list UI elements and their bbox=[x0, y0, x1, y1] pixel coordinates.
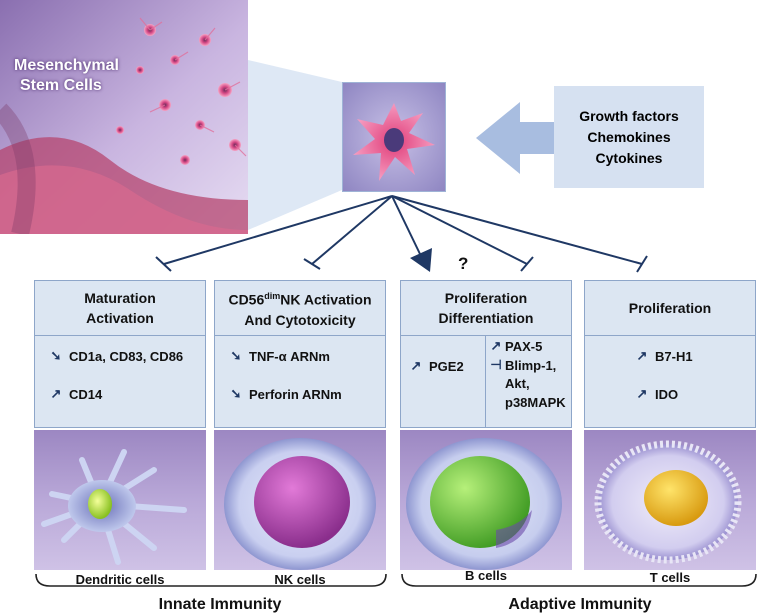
adaptive-bracket bbox=[401, 573, 757, 587]
b-cell-nucleus bbox=[430, 456, 530, 548]
marker-row-b7h1: ↗ B7-H1 bbox=[636, 348, 693, 364]
inhibit-bar-tcell bbox=[636, 255, 648, 273]
marker-row-ido: ↗ IDO bbox=[636, 386, 679, 402]
inhibit-line-nk bbox=[311, 195, 393, 265]
marker-row-cd1a: ➘ CD1a, CD83, CD86 bbox=[50, 348, 184, 364]
msc-closeup bbox=[342, 82, 446, 192]
inhibit-line-dendritic bbox=[163, 195, 393, 265]
marker-row-blimp1: ⊣ Blimp-1, bbox=[490, 357, 557, 373]
inhibit-bar-bcell bbox=[520, 256, 534, 272]
bcell-divider bbox=[485, 336, 486, 428]
inhibit-icon: ⊣ bbox=[490, 357, 502, 372]
zoom-wedge bbox=[248, 60, 342, 230]
marker-row-cd14: ↗ CD14 bbox=[50, 386, 103, 402]
activate-line-bcell bbox=[391, 195, 421, 255]
box-dendritic-header: Maturation Activation bbox=[34, 280, 206, 336]
nk-cell-image bbox=[214, 430, 386, 570]
arrow-down-icon: ➘ bbox=[230, 386, 242, 401]
label-t-cells: T cells bbox=[649, 570, 691, 585]
label-dendritic-cells: Dendritic cells bbox=[75, 572, 165, 587]
marker-row-tnf: ➘ TNF-α ARNm bbox=[230, 348, 330, 364]
arrow-up-icon: ↗ bbox=[490, 338, 502, 353]
dendritic-cell-image bbox=[34, 430, 206, 570]
msc-image: Mesenchymal Stem Cells bbox=[0, 0, 248, 234]
label-b-cells: B cells bbox=[465, 568, 507, 583]
box-tcell-body: ↗ B7-H1 ↗ IDO bbox=[584, 336, 756, 428]
arrow-up-icon: ↗ bbox=[50, 386, 62, 401]
marker-row-pge2: ↗ PGE2 bbox=[410, 358, 464, 374]
b-cell-image bbox=[400, 430, 572, 570]
innate-bracket bbox=[35, 573, 387, 587]
nk-nucleus bbox=[254, 456, 350, 548]
box-dendritic-body: ➘ CD1a, CD83, CD86 ↗ CD14 bbox=[34, 336, 206, 428]
box-bcell-body: ↗ PGE2 ↗ PAX-5 ⊣ Blimp-1, Akt, p38MAPK bbox=[400, 336, 572, 428]
unknown-effect-mark: ? bbox=[458, 254, 469, 273]
factors-arrow bbox=[476, 102, 560, 174]
arrow-up-icon: ↗ bbox=[636, 348, 648, 363]
factor-growth-factors: Growth factors bbox=[579, 107, 679, 124]
label-adaptive-immunity: Adaptive Immunity bbox=[508, 596, 652, 613]
arrow-down-icon: ➘ bbox=[50, 348, 62, 363]
marker-row-pax5: ↗ PAX-5 bbox=[490, 338, 543, 354]
marker-row-perforin: ➘ Perforin ARNm bbox=[230, 386, 342, 402]
msc-illustration bbox=[0, 0, 248, 234]
inhibit-line-bcell bbox=[391, 195, 528, 265]
marker-row-akt: Akt, bbox=[505, 376, 530, 391]
box-nk-header: CD56dimNK Activation And Cytotoxicity bbox=[214, 280, 386, 336]
arrow-down-icon: ➘ bbox=[230, 348, 242, 363]
box-tcell-header: Proliferation bbox=[584, 280, 756, 336]
box-nk-body: ➘ TNF-α ARNm ➘ Perforin ARNm bbox=[214, 336, 386, 428]
t-cell-nucleus bbox=[644, 470, 708, 526]
factors-box: Growth factors Chemokines Cytokines bbox=[554, 86, 704, 188]
arrow-up-icon: ↗ bbox=[636, 386, 648, 401]
dendritic-nucleus bbox=[88, 489, 112, 519]
msc-title: Mesenchymal Stem Cells bbox=[14, 57, 119, 94]
label-nk-cells: NK cells bbox=[274, 572, 326, 587]
box-bcell-header: Proliferation Differentiation bbox=[400, 280, 572, 336]
inhibit-bar-nk bbox=[303, 258, 321, 270]
inhibit-bar-dendritic bbox=[155, 256, 172, 272]
t-cell-image bbox=[584, 430, 756, 570]
activate-arrowhead-bcell bbox=[410, 248, 432, 272]
marker-row-p38mapk: p38MAPK bbox=[505, 395, 566, 410]
inhibit-line-tcell bbox=[391, 195, 643, 265]
factor-cytokines: Cytokines bbox=[595, 149, 663, 166]
stem-cell-nucleus bbox=[384, 128, 404, 152]
factor-chemokines: Chemokines bbox=[587, 128, 671, 145]
arrow-up-icon: ↗ bbox=[410, 358, 422, 373]
label-innate-immunity: Innate Immunity bbox=[158, 596, 282, 613]
